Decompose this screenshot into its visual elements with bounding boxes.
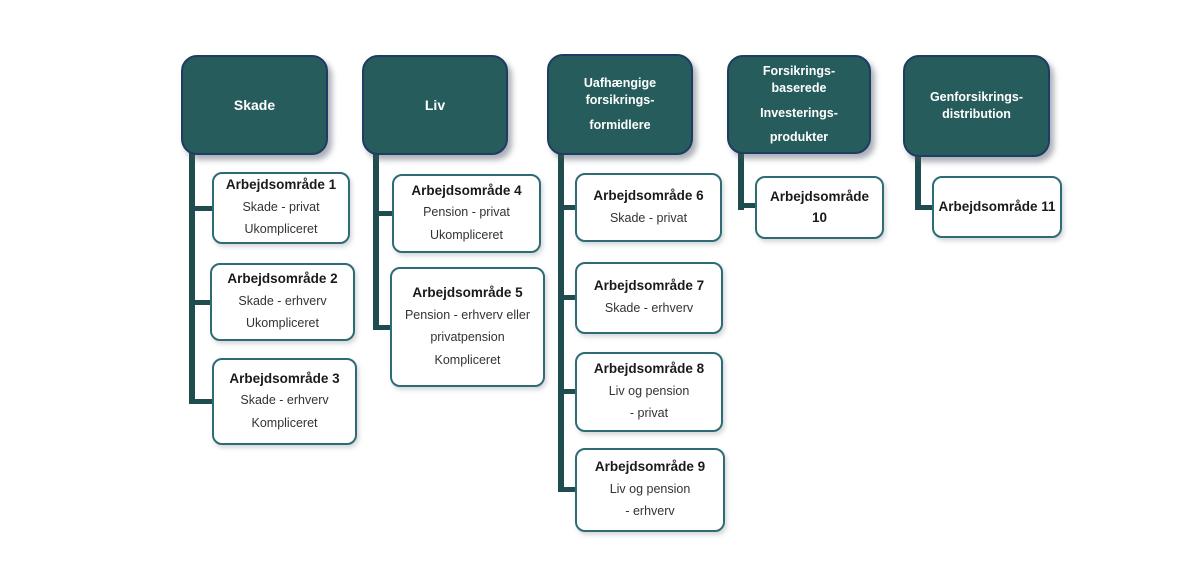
child-box-title: Arbejdsområde 3 bbox=[229, 370, 340, 386]
connector-uafhaengige-stub-3 bbox=[558, 389, 575, 394]
parent-box-label: Uafhængige forsikrings- bbox=[583, 76, 657, 108]
child-box-line: Kompliceret bbox=[251, 415, 318, 430]
connector-liv-stub-2 bbox=[373, 325, 390, 330]
parent-box-uafhaengige-forsikringsformidlere: Uafhængige forsikrings- formidlere bbox=[547, 54, 693, 155]
connector-skade-vertical bbox=[189, 152, 195, 404]
child-box-arbejdsomraade-2: Arbejdsområde 2 Skade - erhverv Ukomplic… bbox=[210, 263, 355, 341]
child-box-line: Skade - privat bbox=[609, 210, 688, 225]
connector-uafhaengige-stub-1 bbox=[558, 205, 575, 210]
child-box-arbejdsomraade-6: Arbejdsområde 6 Skade - privat bbox=[575, 173, 722, 242]
connector-genforsikrings-stub-1 bbox=[915, 205, 933, 210]
child-box-arbejdsomraade-8: Arbejdsområde 8 Liv og pension - privat bbox=[575, 352, 723, 432]
child-box-line: Liv og pension bbox=[609, 481, 691, 496]
parent-box-label: Investerings- bbox=[760, 105, 838, 120]
parent-box-genforsikringsdistribution: Genforsikrings-distribution bbox=[903, 55, 1050, 157]
child-box-arbejdsomraade-3: Arbejdsområde 3 Skade - erhverv Komplice… bbox=[212, 358, 357, 445]
parent-box-label: formidlere bbox=[589, 117, 651, 132]
child-box-title: Arbejdsområde 5 bbox=[412, 284, 523, 300]
parent-box-label: produkter bbox=[769, 130, 829, 145]
child-box-title: Arbejdsområde 2 bbox=[227, 271, 338, 287]
connector-uafhaengige-stub-4 bbox=[558, 487, 575, 492]
child-box-line: Pension - privat bbox=[423, 205, 510, 220]
child-box-title: Arbejdsområde 7 bbox=[593, 278, 705, 294]
child-box-arbejdsomraade-4: Arbejdsområde 4 Pension - privat Ukompli… bbox=[392, 174, 541, 253]
parent-box-label: Genforsikrings-distribution bbox=[929, 90, 1024, 121]
parent-box-label: Skade bbox=[233, 96, 276, 113]
child-box-line: Liv og pension bbox=[608, 383, 690, 398]
child-box-arbejdsomraade-7: Arbejdsområde 7 Skade - erhverv bbox=[575, 262, 723, 334]
parent-box-label: Forsikrings-baserede bbox=[762, 63, 836, 95]
parent-box-label: Liv bbox=[424, 96, 446, 113]
connector-forsikringsbaserede-stub-1 bbox=[738, 203, 756, 208]
connector-genforsikrings-vertical bbox=[915, 152, 921, 210]
child-box-line: Ukompliceret bbox=[246, 316, 319, 331]
child-box-arbejdsomraade-9: Arbejdsområde 9 Liv og pension - erhverv bbox=[575, 448, 725, 532]
parent-box-skade: Skade bbox=[181, 55, 328, 155]
child-box-line: Skade - privat bbox=[242, 199, 320, 214]
connector-uafhaengige-vertical bbox=[558, 152, 564, 492]
child-box-title: Arbejdsområde 1 bbox=[225, 177, 337, 193]
child-box-title: Arbejdsområde 10 bbox=[769, 188, 870, 225]
parent-box-forsikringsbaserede-investeringsprodukter: Forsikrings-baserede Investerings- produ… bbox=[727, 55, 871, 154]
child-box-title: Arbejdsområde 6 bbox=[593, 187, 704, 203]
connector-forsikringsbaserede-vertical bbox=[738, 152, 744, 210]
parent-box-liv: Liv bbox=[362, 55, 508, 155]
child-box-line: Skade - erhverv bbox=[238, 293, 327, 308]
child-box-line: Ukompliceret bbox=[244, 222, 318, 237]
child-box-line: Skade - erhverv bbox=[240, 393, 329, 408]
child-box-line: Pension - erhverv eller bbox=[404, 307, 531, 322]
child-box-arbejdsomraade-1: Arbejdsområde 1 Skade - privat Ukomplice… bbox=[212, 172, 350, 244]
connector-skade-stub-1 bbox=[189, 206, 212, 211]
child-box-title: Arbejdsområde 11 bbox=[938, 198, 1056, 214]
child-box-title: Arbejdsområde 9 bbox=[594, 459, 706, 475]
child-box-arbejdsomraade-11: Arbejdsområde 11 bbox=[932, 176, 1062, 238]
child-box-line: Ukompliceret bbox=[430, 227, 503, 242]
connector-liv-vertical bbox=[373, 152, 379, 330]
child-box-arbejdsomraade-10: Arbejdsområde 10 bbox=[755, 176, 884, 239]
child-box-line: - privat bbox=[629, 406, 669, 421]
connector-skade-stub-2 bbox=[189, 300, 210, 305]
connector-uafhaengige-stub-2 bbox=[558, 295, 575, 300]
child-box-title: Arbejdsområde 8 bbox=[593, 361, 705, 377]
child-box-arbejdsomraade-5: Arbejdsområde 5 Pension - erhverv eller … bbox=[390, 267, 545, 387]
child-box-line: - erhverv bbox=[625, 504, 675, 519]
connector-skade-stub-3 bbox=[189, 399, 212, 404]
child-box-line: Skade - erhverv bbox=[604, 301, 694, 316]
child-box-line: Kompliceret bbox=[434, 352, 501, 367]
child-box-title: Arbejdsområde 4 bbox=[411, 182, 522, 198]
child-box-line: privatpension bbox=[430, 330, 505, 345]
connector-liv-stub-1 bbox=[373, 211, 392, 216]
